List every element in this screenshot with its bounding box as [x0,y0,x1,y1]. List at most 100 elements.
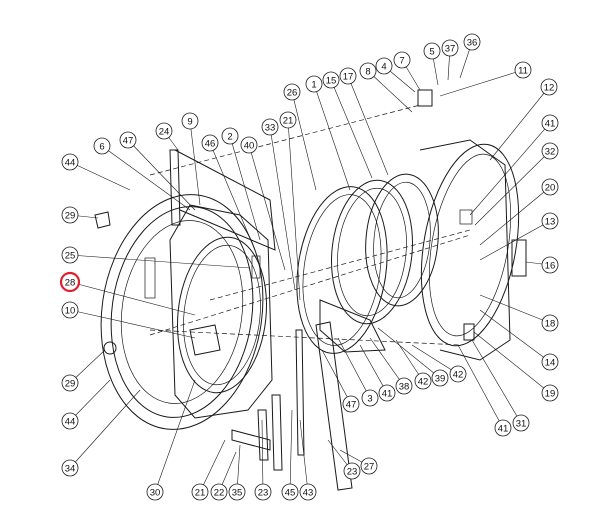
front-panel-ring [100,194,264,430]
callout-c43: 43 [299,483,317,501]
handle-part [511,239,527,277]
callout-c40: 40 [240,136,258,154]
callout-c10: 10 [61,301,79,319]
leader-line-c2 [229,135,261,241]
callout-c42b: 42 [414,372,432,390]
callout-circle [299,483,317,501]
callout-circle [181,112,199,130]
callout-circle [61,153,79,171]
callout-c37: 37 [441,39,459,57]
callout-c36: 36 [463,33,481,51]
callout-circle [61,206,79,224]
callout-c29b: 29 [61,206,79,224]
callout-c1: 1 [305,75,323,93]
callout-label: 16 [545,260,556,271]
leader-line-c19 [473,331,551,394]
callout-circle [342,395,360,413]
callout-circle [541,212,559,230]
callout-label: 28 [65,277,76,288]
callout-c47a: 47 [342,395,360,413]
callout-circle [283,83,301,101]
callout-circle [210,483,228,501]
callout-c34: 34 [61,459,79,477]
leader-line-c47b [127,139,196,211]
callout-c2: 2 [221,127,239,145]
leader-line-c3 [337,337,371,399]
leader-line-c6 [101,145,191,211]
callout-label: 8 [365,66,370,77]
callout-label: 42 [453,369,464,380]
callout-label: 33 [265,122,276,133]
leader-line-c20 [479,186,551,246]
callout-circle [240,136,258,154]
callout-circle [361,389,379,407]
callout-c16: 16 [541,256,559,274]
callout-c21b: 21 [279,111,297,129]
callout-circle [541,142,559,160]
callout-label: 20 [545,182,556,193]
leader-line-c47a [321,349,352,405]
leader-line-c30 [154,379,196,493]
callout-c47b: 47 [119,131,137,149]
rear-door-housing [419,139,520,361]
callout-label: 47 [346,399,357,410]
callout-label: 41 [382,388,393,399]
callout-circle [463,33,481,51]
leader-line-c8 [367,70,413,113]
callout-c29a: 29 [61,374,79,392]
leader-line-c13 [479,220,551,261]
callout-circle [375,57,393,75]
callout-c41a: 41 [541,114,559,132]
callout-circle [514,61,532,79]
clip-part-bottom [103,341,117,355]
leader-line-c41c [359,344,388,394]
callout-circle [93,137,111,155]
callout-label: 2 [227,131,232,142]
callout-label: 23 [258,487,269,498]
callout-c39: 39 [431,369,449,387]
callout-label: 23 [347,466,358,477]
callout-c41b: 41 [494,419,512,437]
callout-circle [119,131,137,149]
callout-label: 44 [65,157,76,168]
leader-line-c9 [189,120,201,206]
callout-c3: 3 [361,389,379,407]
callout-label: 41 [498,423,509,434]
callout-c15: 15 [322,71,340,89]
leader-line-c1 [313,83,351,191]
callout-c17: 17 [339,67,357,85]
alignment-lines [149,104,471,346]
callout-circle [541,114,559,132]
leader-line-c15 [330,79,373,179]
callout-circle [541,314,559,332]
leader-line-c43 [299,419,309,493]
callout-circle [146,483,164,501]
callout-label: 35 [232,487,243,498]
callout-label: 40 [244,140,255,151]
leader-line-c44b [69,161,131,191]
door-glass-assembly [296,173,439,354]
callout-label: 31 [516,418,527,429]
leader-line-c23b [261,419,264,493]
callout-c21a: 21 [191,483,209,501]
frame-bars [169,149,283,471]
callout-circle [61,374,79,392]
callout-label: 21 [283,115,294,126]
callout-c7: 7 [393,51,411,69]
callout-c33: 33 [261,118,279,136]
leader-line-c45 [289,409,293,493]
door-frame [144,204,273,419]
callout-label: 17 [343,71,354,82]
callout-label: 18 [545,318,556,329]
callout-label: 38 [399,381,410,392]
lock-switch-part [417,89,433,107]
callout-circle [441,39,459,57]
leader-line-c38 [369,337,405,387]
callout-c42a: 42 [449,365,467,383]
callout-circle [155,122,173,140]
leader-line-c44a [69,379,111,422]
callout-c25: 25 [61,246,79,264]
callout-label: 25 [65,250,76,261]
